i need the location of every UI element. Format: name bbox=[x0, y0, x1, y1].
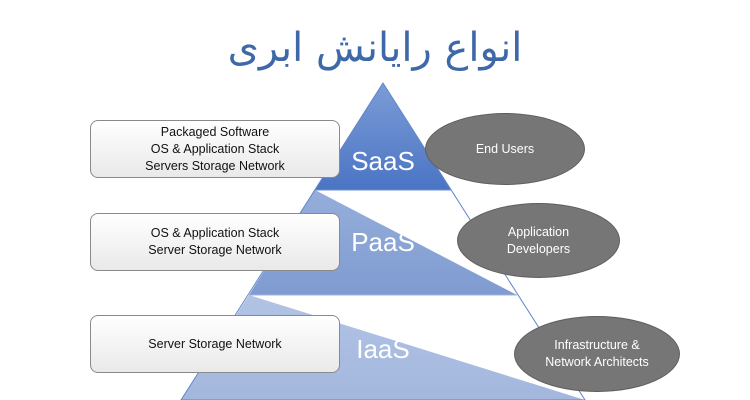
component-text: Server Storage Network bbox=[148, 243, 282, 257]
audience-ellipse-iaas: Infrastructure & Network Architects bbox=[514, 316, 680, 392]
audience-text: End Users bbox=[475, 141, 535, 156]
component-text: Servers Storage Network bbox=[145, 158, 285, 173]
audience-text: Developers bbox=[506, 241, 571, 256]
audience-ellipse-saas: End Users bbox=[425, 113, 585, 185]
component-text: Packaged Software bbox=[160, 124, 270, 139]
components-box-saas: Packaged Software OS & Application Stack… bbox=[90, 120, 340, 178]
page-title: انواع رایانش ابری bbox=[227, 25, 523, 71]
components-box-paas: OS & Application Stack Server Storage Ne… bbox=[90, 213, 340, 271]
audience-text: Network Architects bbox=[545, 355, 649, 369]
layer-label-iaas: IaaS bbox=[356, 334, 410, 364]
layer-label-saas: SaaS bbox=[351, 146, 415, 176]
layer-label-paas: PaaS bbox=[351, 227, 415, 257]
component-text: OS & Application Stack bbox=[150, 141, 280, 156]
pyramid-layer-saas bbox=[315, 83, 451, 190]
audience-text: Application bbox=[507, 224, 570, 239]
components-box-iaas: Server Storage Network bbox=[90, 315, 340, 373]
component-text: OS & Application Stack bbox=[150, 226, 280, 240]
component-text: Server Storage Network bbox=[148, 336, 282, 351]
audience-text: Infrastructure & bbox=[554, 338, 640, 352]
audience-ellipse-paas: Application Developers bbox=[457, 203, 620, 278]
